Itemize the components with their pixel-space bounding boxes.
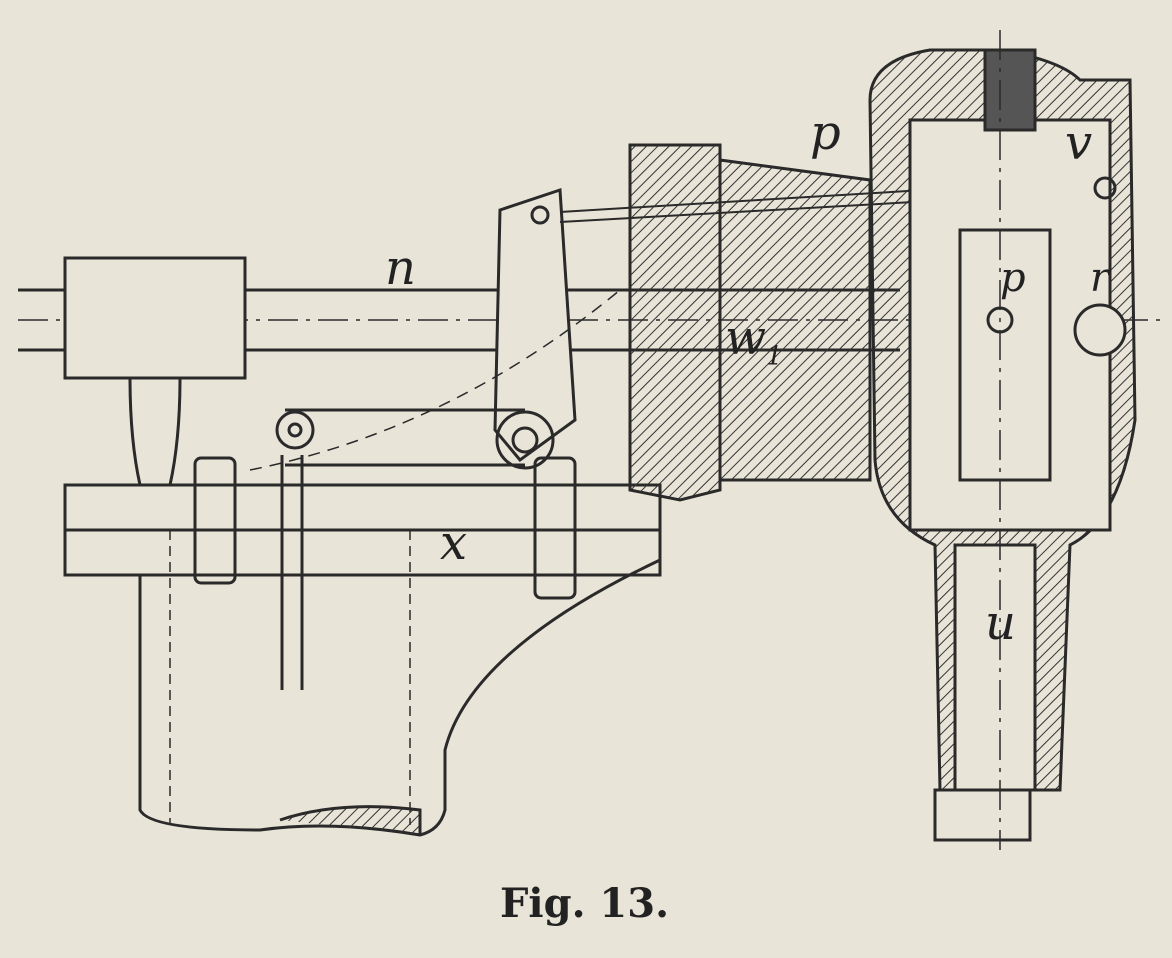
label-p-top: p bbox=[810, 105, 841, 161]
label-w1: w1 bbox=[725, 310, 783, 372]
housing bbox=[628, 30, 1137, 850]
figure-caption: Fig. 13. bbox=[500, 880, 670, 927]
label-r: r bbox=[1090, 255, 1110, 301]
label-x: x bbox=[440, 515, 468, 571]
label-v: v bbox=[1065, 115, 1093, 171]
label-rho: p bbox=[1000, 255, 1026, 301]
bearing-pedestal bbox=[63, 256, 247, 486]
lever bbox=[249, 179, 1091, 471]
label-n: n bbox=[385, 240, 416, 296]
label-w: w bbox=[725, 310, 767, 366]
label-w-subscript: 1 bbox=[766, 341, 783, 372]
label-u: u bbox=[985, 595, 1016, 651]
base-frame bbox=[63, 455, 662, 837]
